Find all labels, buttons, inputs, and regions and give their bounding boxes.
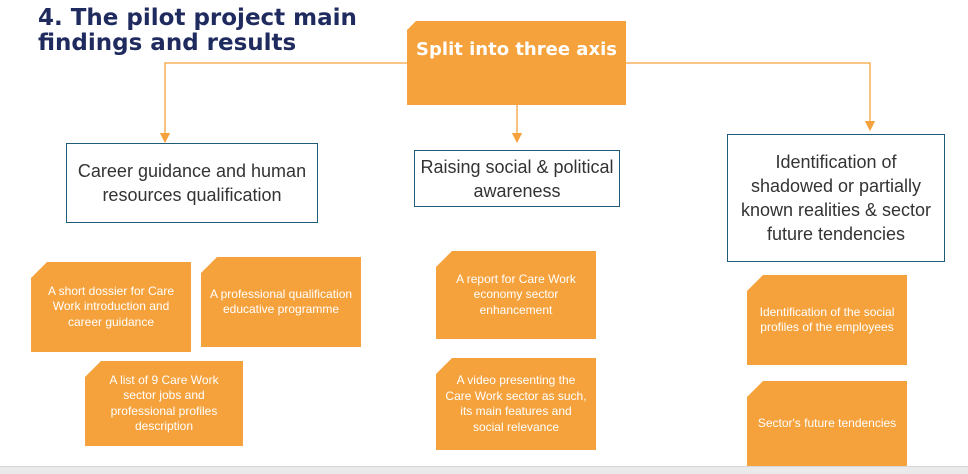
connector-right <box>626 62 876 132</box>
card-qualification-programme: A professional qualification educative p… <box>201 257 361 347</box>
card-report: A report for Care Work economy sector en… <box>436 251 596 339</box>
card-future-tendencies: Sector's future tendencies <box>747 381 907 467</box>
card-social-profiles: Identification of the social profiles of… <box>747 275 907 365</box>
axis-career-guidance: Career guidance and human resources qual… <box>66 143 318 223</box>
card-dossier: A short dossier for Care Work introducti… <box>31 262 191 352</box>
card-video: A video presenting the Care Work sector … <box>436 358 596 450</box>
bottom-bar <box>0 466 968 474</box>
connector-left <box>159 62 407 144</box>
axis-social-awareness: Raising social & political awareness <box>414 150 620 207</box>
axis-identification: Identification of shadowed or partially … <box>727 134 945 262</box>
hub-box: Split into three axis <box>407 21 626 105</box>
page-title: 4. The pilot project main findings and r… <box>38 5 357 56</box>
card-jobs-list: A list of 9 Care Work sector jobs and pr… <box>85 361 243 446</box>
